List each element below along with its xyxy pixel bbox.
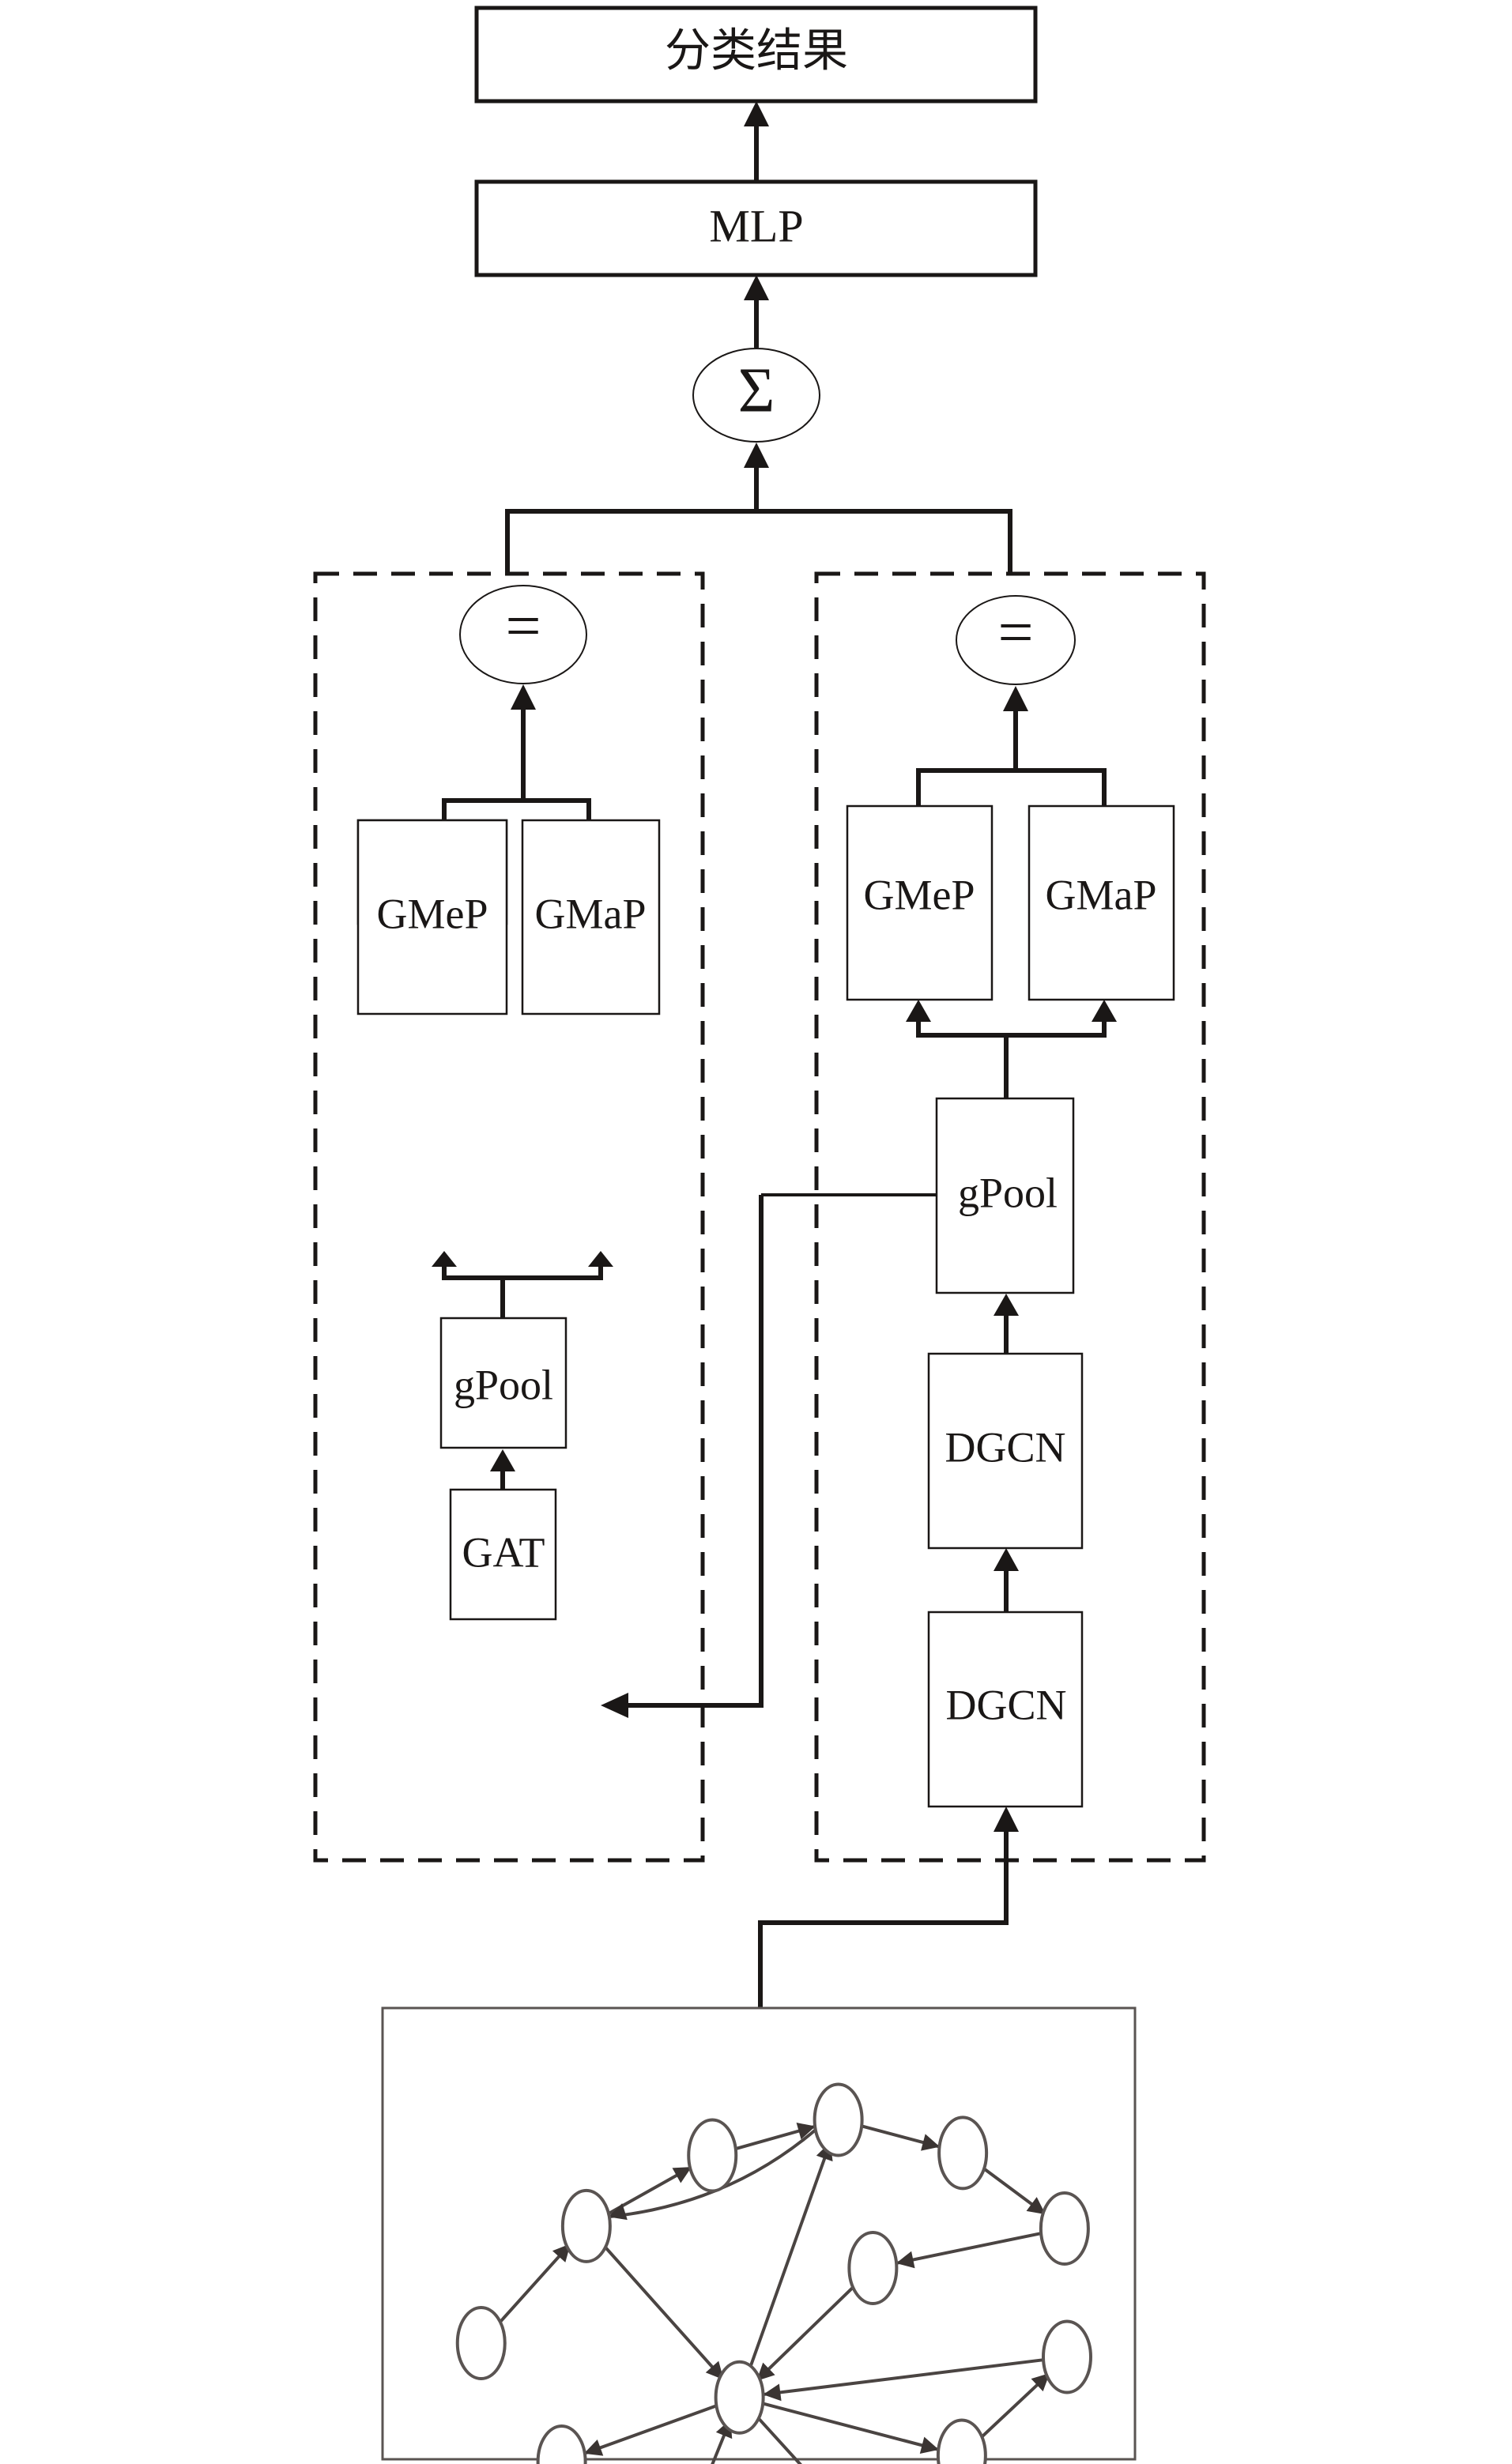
graph-edge-arrowhead — [896, 2251, 915, 2269]
arrow-mlp-to-output — [744, 101, 769, 182]
graph-edge-arrowhead — [705, 2360, 724, 2380]
graph-edge-arrowhead — [1031, 2373, 1050, 2392]
graph-edge-arrowhead — [672, 2167, 692, 2183]
arrow-input-to-dgcn — [758, 1807, 1019, 2007]
right-arrow-dgcn-to-dgcn — [994, 1548, 1019, 1612]
graph-edge — [896, 2232, 1042, 2265]
right-gpool-label: gPool — [958, 1169, 1058, 1216]
graph-node — [560, 2188, 612, 2263]
right-concat-label: = — [997, 597, 1033, 667]
left-concat-label: = — [505, 591, 541, 661]
right-arrow-to-concat — [916, 686, 1107, 806]
graph-edge-arrowhead — [796, 2123, 816, 2140]
graph-edge — [755, 2283, 858, 2383]
input-graph — [381, 2006, 1137, 2464]
graph-edge — [754, 2413, 802, 2464]
mlp-box-label: MLP — [709, 200, 803, 251]
right-gmap-label: GMaP — [1045, 871, 1156, 918]
left-branch-region — [313, 571, 705, 1863]
sum-operator-label: Σ — [738, 356, 775, 425]
right-gpool-box: gPool — [935, 1097, 1075, 1294]
graph-node — [936, 2418, 987, 2464]
graph-node — [714, 2360, 765, 2435]
left-gat-label: GAT — [462, 1528, 545, 1576]
graph-node — [536, 2424, 587, 2464]
graph-node — [937, 2115, 989, 2191]
left-gmep-box: GMeP — [356, 819, 508, 1015]
right-gmep-label: GMeP — [863, 871, 975, 918]
graph-edge-arrowhead — [608, 2203, 628, 2221]
graph-edge-arrowhead — [921, 2134, 941, 2151]
output-box-label: 分类结果 — [665, 24, 848, 76]
left-gat-box: GAT — [449, 1488, 557, 1621]
right-branch-region — [814, 571, 1206, 1863]
right-dgcn-upper-label: DGCN — [945, 1423, 1065, 1471]
left-arrow-gat-to-gpool — [490, 1449, 515, 1490]
right-split-to-pools — [906, 1000, 1117, 1098]
graph-edge — [762, 2402, 940, 2451]
graph-edge-arrowhead — [756, 2362, 775, 2381]
graph-node — [1039, 2191, 1090, 2266]
graph-edge — [763, 2358, 1044, 2397]
left-gmap-box: GMaP — [521, 819, 661, 1015]
graph-edge — [583, 2404, 718, 2455]
merge-connector — [505, 443, 1012, 572]
left-gmap-label: GMaP — [534, 890, 646, 937]
left-split-to-pools — [432, 1251, 613, 1318]
left-concat-operator: = — [459, 585, 587, 684]
graph-node — [687, 2118, 738, 2193]
graph-edge-arrowhead — [1026, 2197, 1046, 2215]
graph-node — [847, 2231, 899, 2305]
right-dgcn-upper-box: DGCN — [927, 1352, 1084, 1550]
graph-edge — [496, 2242, 572, 2327]
arrow-sum-to-mlp — [744, 275, 769, 348]
right-gmap-box: GMaP — [1027, 804, 1175, 1001]
graph-node — [455, 2306, 507, 2380]
skip-connection-gpool-to-gat — [601, 1193, 937, 1718]
right-arrow-dgcn-to-gpool — [994, 1294, 1019, 1354]
right-gmep-box: GMeP — [846, 804, 994, 1001]
graph-node — [813, 2082, 864, 2157]
right-dgcn-lower-box: DGCN — [927, 1611, 1084, 1808]
graph-node — [1042, 2319, 1092, 2394]
right-dgcn-lower-label: DGCN — [945, 1681, 1066, 1728]
graph-edge-arrowhead — [919, 2436, 939, 2454]
graph-edge — [711, 2418, 733, 2464]
graph-edge — [745, 2142, 832, 2376]
left-gpool-label: gPool — [454, 1361, 553, 1408]
left-arrow-to-concat — [442, 684, 591, 820]
mlp-box: MLP — [474, 179, 1038, 277]
left-gpool-box: gPool — [439, 1317, 567, 1449]
output-box: 分类结果 — [474, 6, 1038, 104]
left-gmep-label: GMeP — [376, 890, 488, 937]
graph-edge-arrowhead — [552, 2244, 571, 2262]
right-concat-operator: = — [956, 595, 1076, 685]
graph-edge-arrowhead — [763, 2383, 782, 2402]
sum-operator: Σ — [692, 348, 820, 443]
graph-edge-arrowhead — [583, 2439, 604, 2456]
graph-edge — [601, 2242, 726, 2381]
